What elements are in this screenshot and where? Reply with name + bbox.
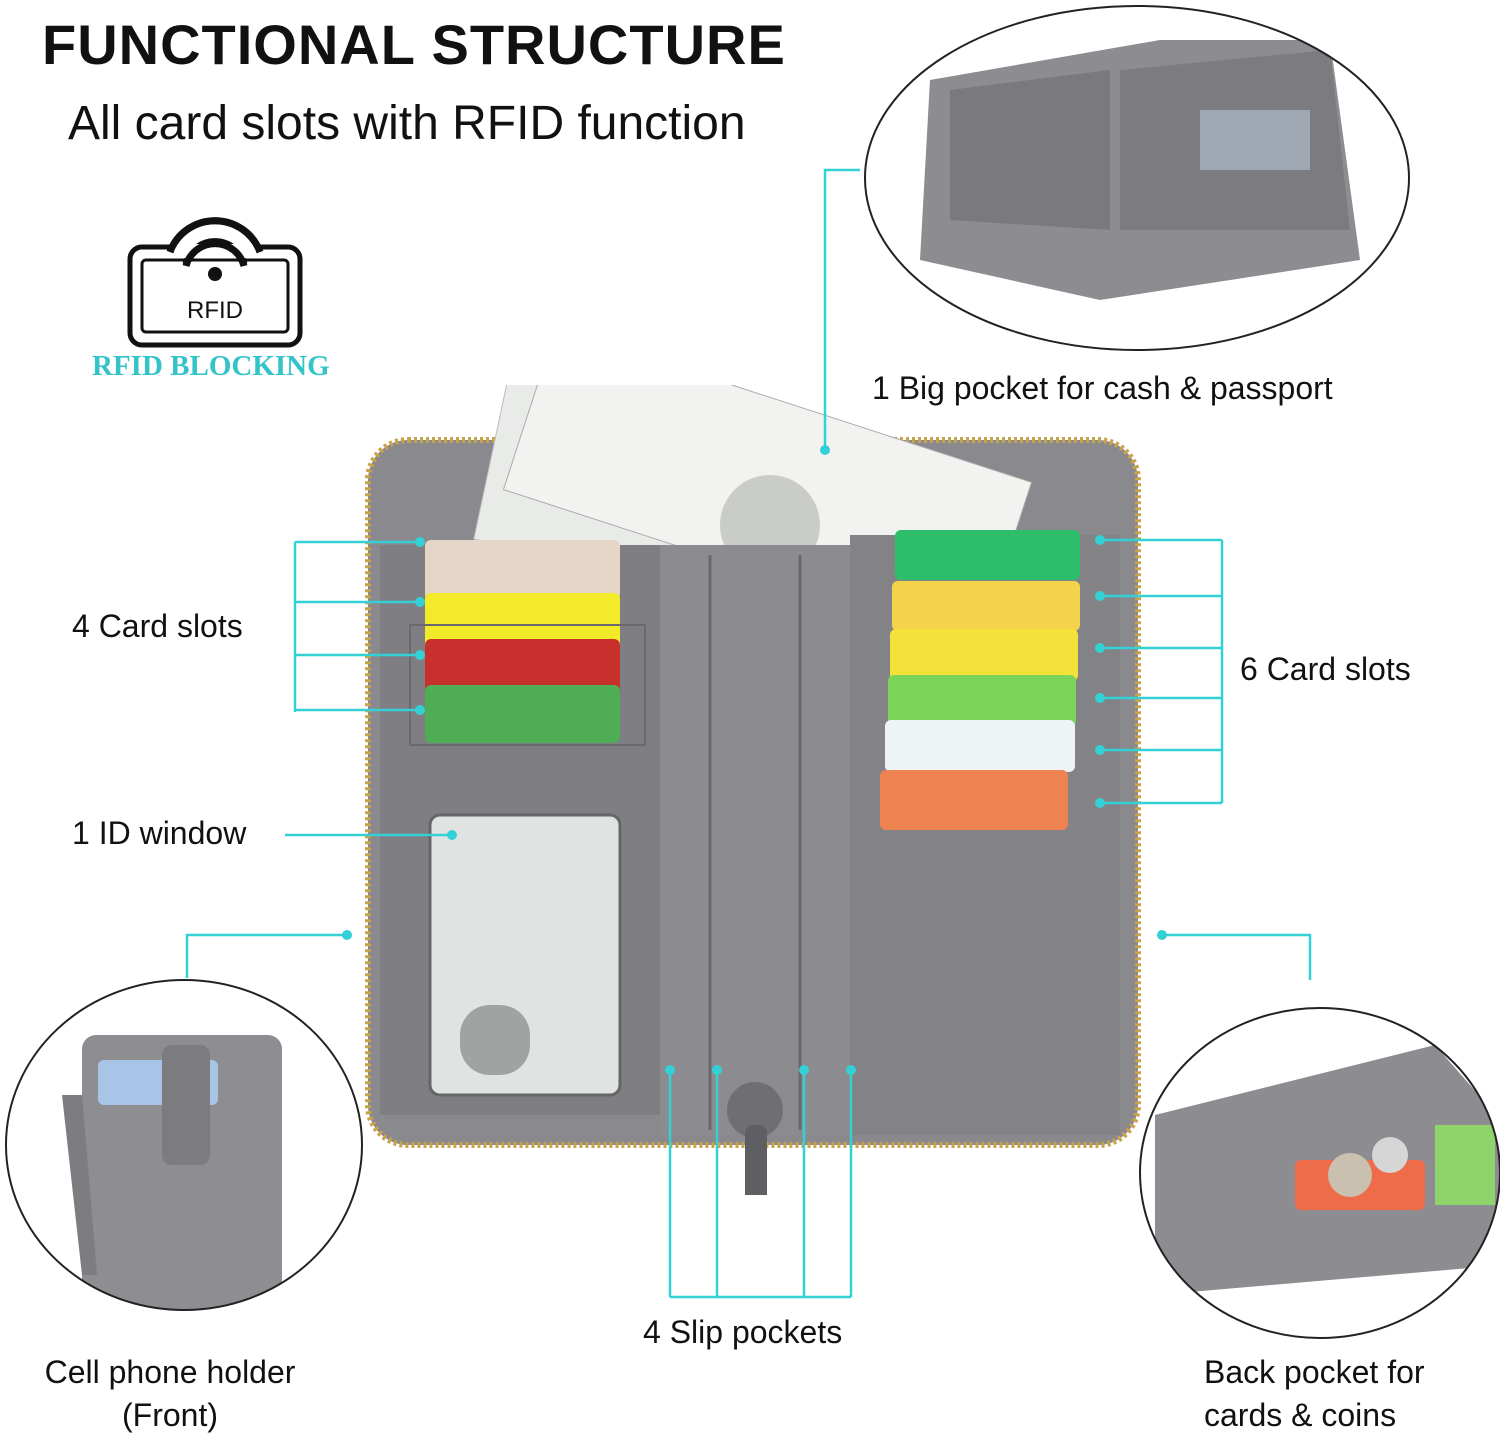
label-left-card-slots: 4 Card slots bbox=[72, 608, 243, 644]
label-back-pocket: Back pocket for cards & coins bbox=[1204, 1354, 1425, 1434]
big-pocket-closeup bbox=[864, 5, 1410, 351]
label-big-pocket: 1 Big pocket for cash & passport bbox=[872, 370, 1333, 406]
label-right-card-slots: 6 Card slots bbox=[1240, 651, 1411, 687]
label-phone-holder-line2: (Front) bbox=[122, 1397, 218, 1433]
rfid-blocking-caption: RFID BLOCKING bbox=[92, 350, 330, 382]
wallet-open-illustration bbox=[365, 385, 1141, 1195]
rfid-inner-label: RFID bbox=[187, 297, 243, 324]
label-slip-pockets: 4 Slip pockets bbox=[643, 1314, 843, 1350]
page-subtitle: All card slots with RFID function bbox=[68, 97, 746, 150]
page-title: FUNCTIONAL STRUCTURE bbox=[42, 13, 786, 76]
label-back-pocket-line2: cards & coins bbox=[1204, 1397, 1397, 1433]
rfid-wifi-icon: RFID bbox=[127, 217, 303, 348]
label-back-pocket-line1: Back pocket for bbox=[1204, 1354, 1425, 1390]
label-phone-holder-line1: Cell phone holder bbox=[44, 1354, 296, 1390]
label-id-window: 1 ID window bbox=[72, 815, 247, 851]
back-pocket-closeup bbox=[1139, 1007, 1500, 1339]
phone-holder-closeup bbox=[5, 979, 363, 1311]
label-phone-holder: Cell phone holder (Front) bbox=[0, 1354, 340, 1434]
